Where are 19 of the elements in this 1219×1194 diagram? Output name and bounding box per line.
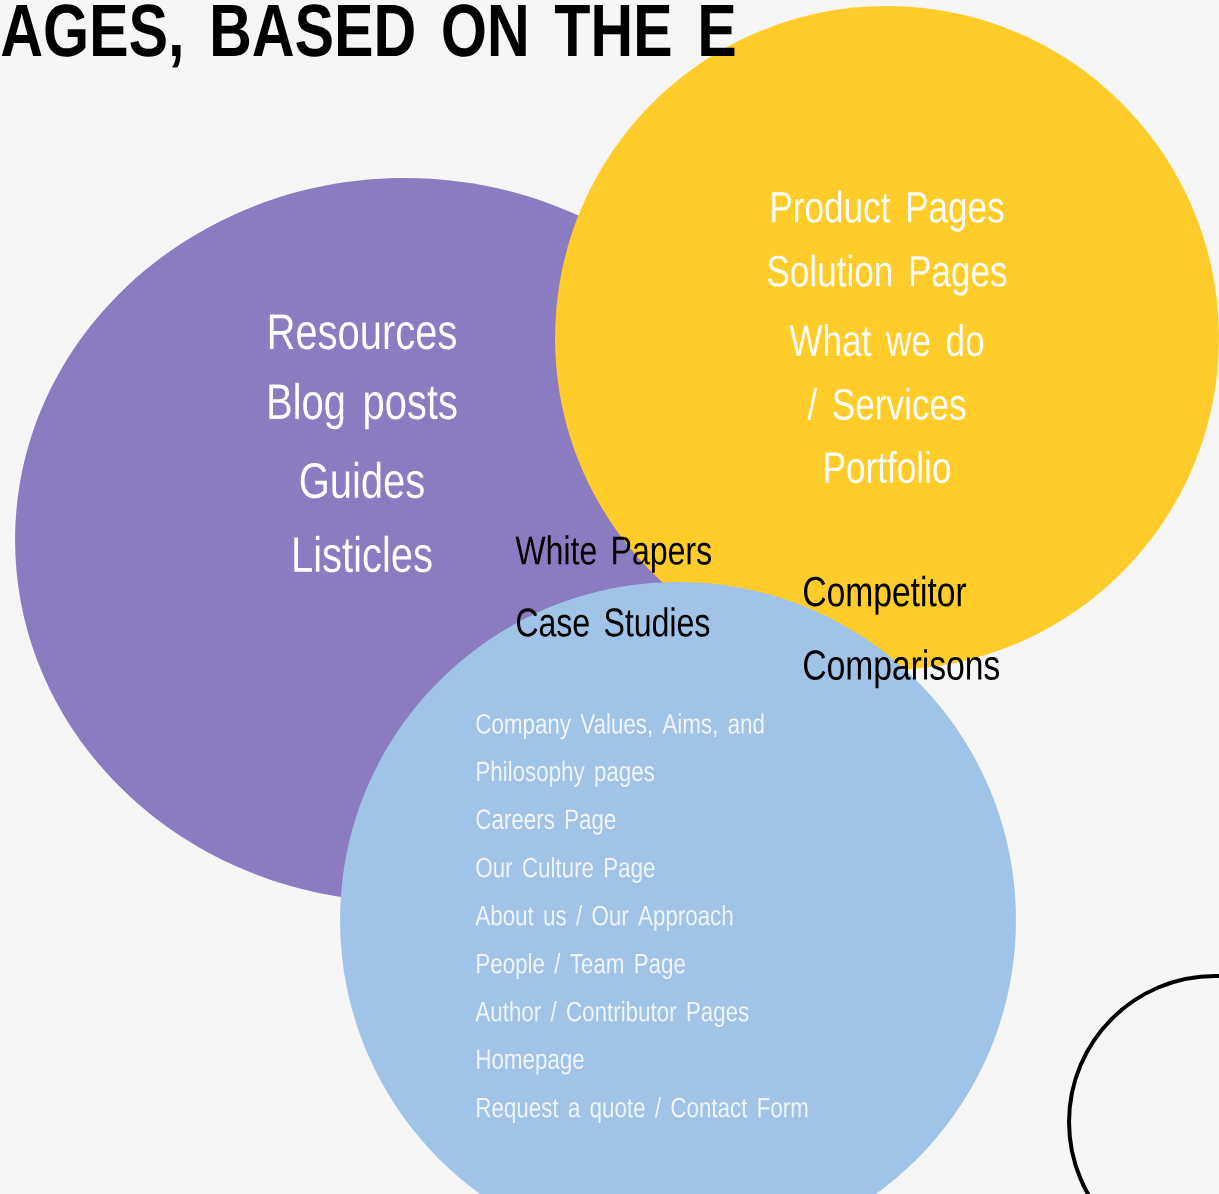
list-item: Product Pages [772,190,1004,232]
list-item: Listicles [294,535,432,573]
list-item: Resources [269,314,456,350]
title: AGES, BASED ON THE E [1,4,735,68]
list-item: People / Team Page [477,953,685,979]
list-item: What we do / Services [789,324,984,421]
list-item: Author / Contributor Pages [475,1001,749,1027]
list-item: Request a quote / Contact Form [477,1097,808,1123]
list-item: Our Culture Page [476,857,655,883]
list-item: Company Values, Aims, and Philosophy pages [476,713,764,787]
list-item: Careers Page [476,809,616,835]
list-item: Solution Pages [768,254,1007,296]
list-item: About us / Our Approach [475,905,733,931]
list-item: Homepage [477,1049,584,1075]
list-item: Guides [300,461,424,499]
overlap-label: Competitor Comparisons [804,575,999,689]
list-item: Blog posts [269,382,457,430]
overlap-label: Case Studies [517,607,710,637]
list-item: Portfolio [825,450,950,484]
